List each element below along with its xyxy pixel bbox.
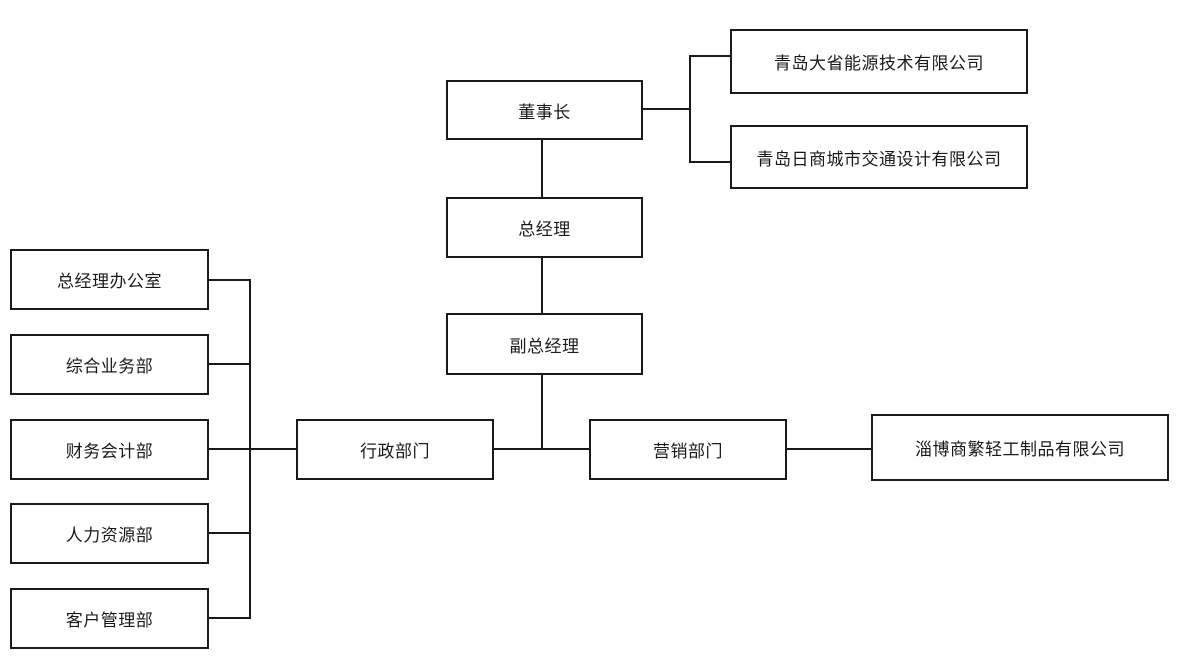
connector-chairman-subsidiaries xyxy=(643,108,690,110)
subsidiary-box-2: 青岛日商城市交通设计有限公司 xyxy=(730,125,1028,189)
marketing-department-box: 营销部门 xyxy=(589,419,787,480)
connector-admin-unit-spine xyxy=(249,448,298,450)
admin-unit-box-4: 人力资源部 xyxy=(10,503,209,564)
connector-admin-marketing xyxy=(493,448,591,450)
connector-chairman-gm xyxy=(541,139,543,197)
chairman-box: 董事长 xyxy=(446,80,643,140)
connector-gm-deputy xyxy=(541,257,543,314)
subsidiary-box-1: 青岛大省能源技术有限公司 xyxy=(730,29,1028,94)
connector-to-admin-unit-1 xyxy=(207,279,251,281)
admin-department-box: 行政部门 xyxy=(296,419,494,480)
general-manager-box: 总经理 xyxy=(446,197,643,258)
connector-to-subsidiary-2 xyxy=(689,161,732,163)
admin-unit-box-3: 财务会计部 xyxy=(10,419,209,480)
marketing-partner-box: 淄博商繁轻工制品有限公司 xyxy=(871,414,1169,481)
connector-to-admin-unit-5 xyxy=(207,617,251,619)
admin-unit-box-1: 总经理办公室 xyxy=(10,249,209,310)
deputy-general-manager-box: 副总经理 xyxy=(446,313,643,375)
admin-unit-box-2: 综合业务部 xyxy=(10,334,209,395)
admin-unit-box-5: 客户管理部 xyxy=(10,588,209,649)
connector-to-admin-unit-4 xyxy=(207,532,251,534)
connector-deputy-departments xyxy=(541,374,543,449)
connector-marketing-partner xyxy=(786,448,873,450)
connector-to-admin-unit-2 xyxy=(207,363,251,365)
connector-subsidiary-spine xyxy=(689,55,691,163)
connector-to-admin-unit-3 xyxy=(207,448,251,450)
connector-to-subsidiary-1 xyxy=(689,55,732,57)
